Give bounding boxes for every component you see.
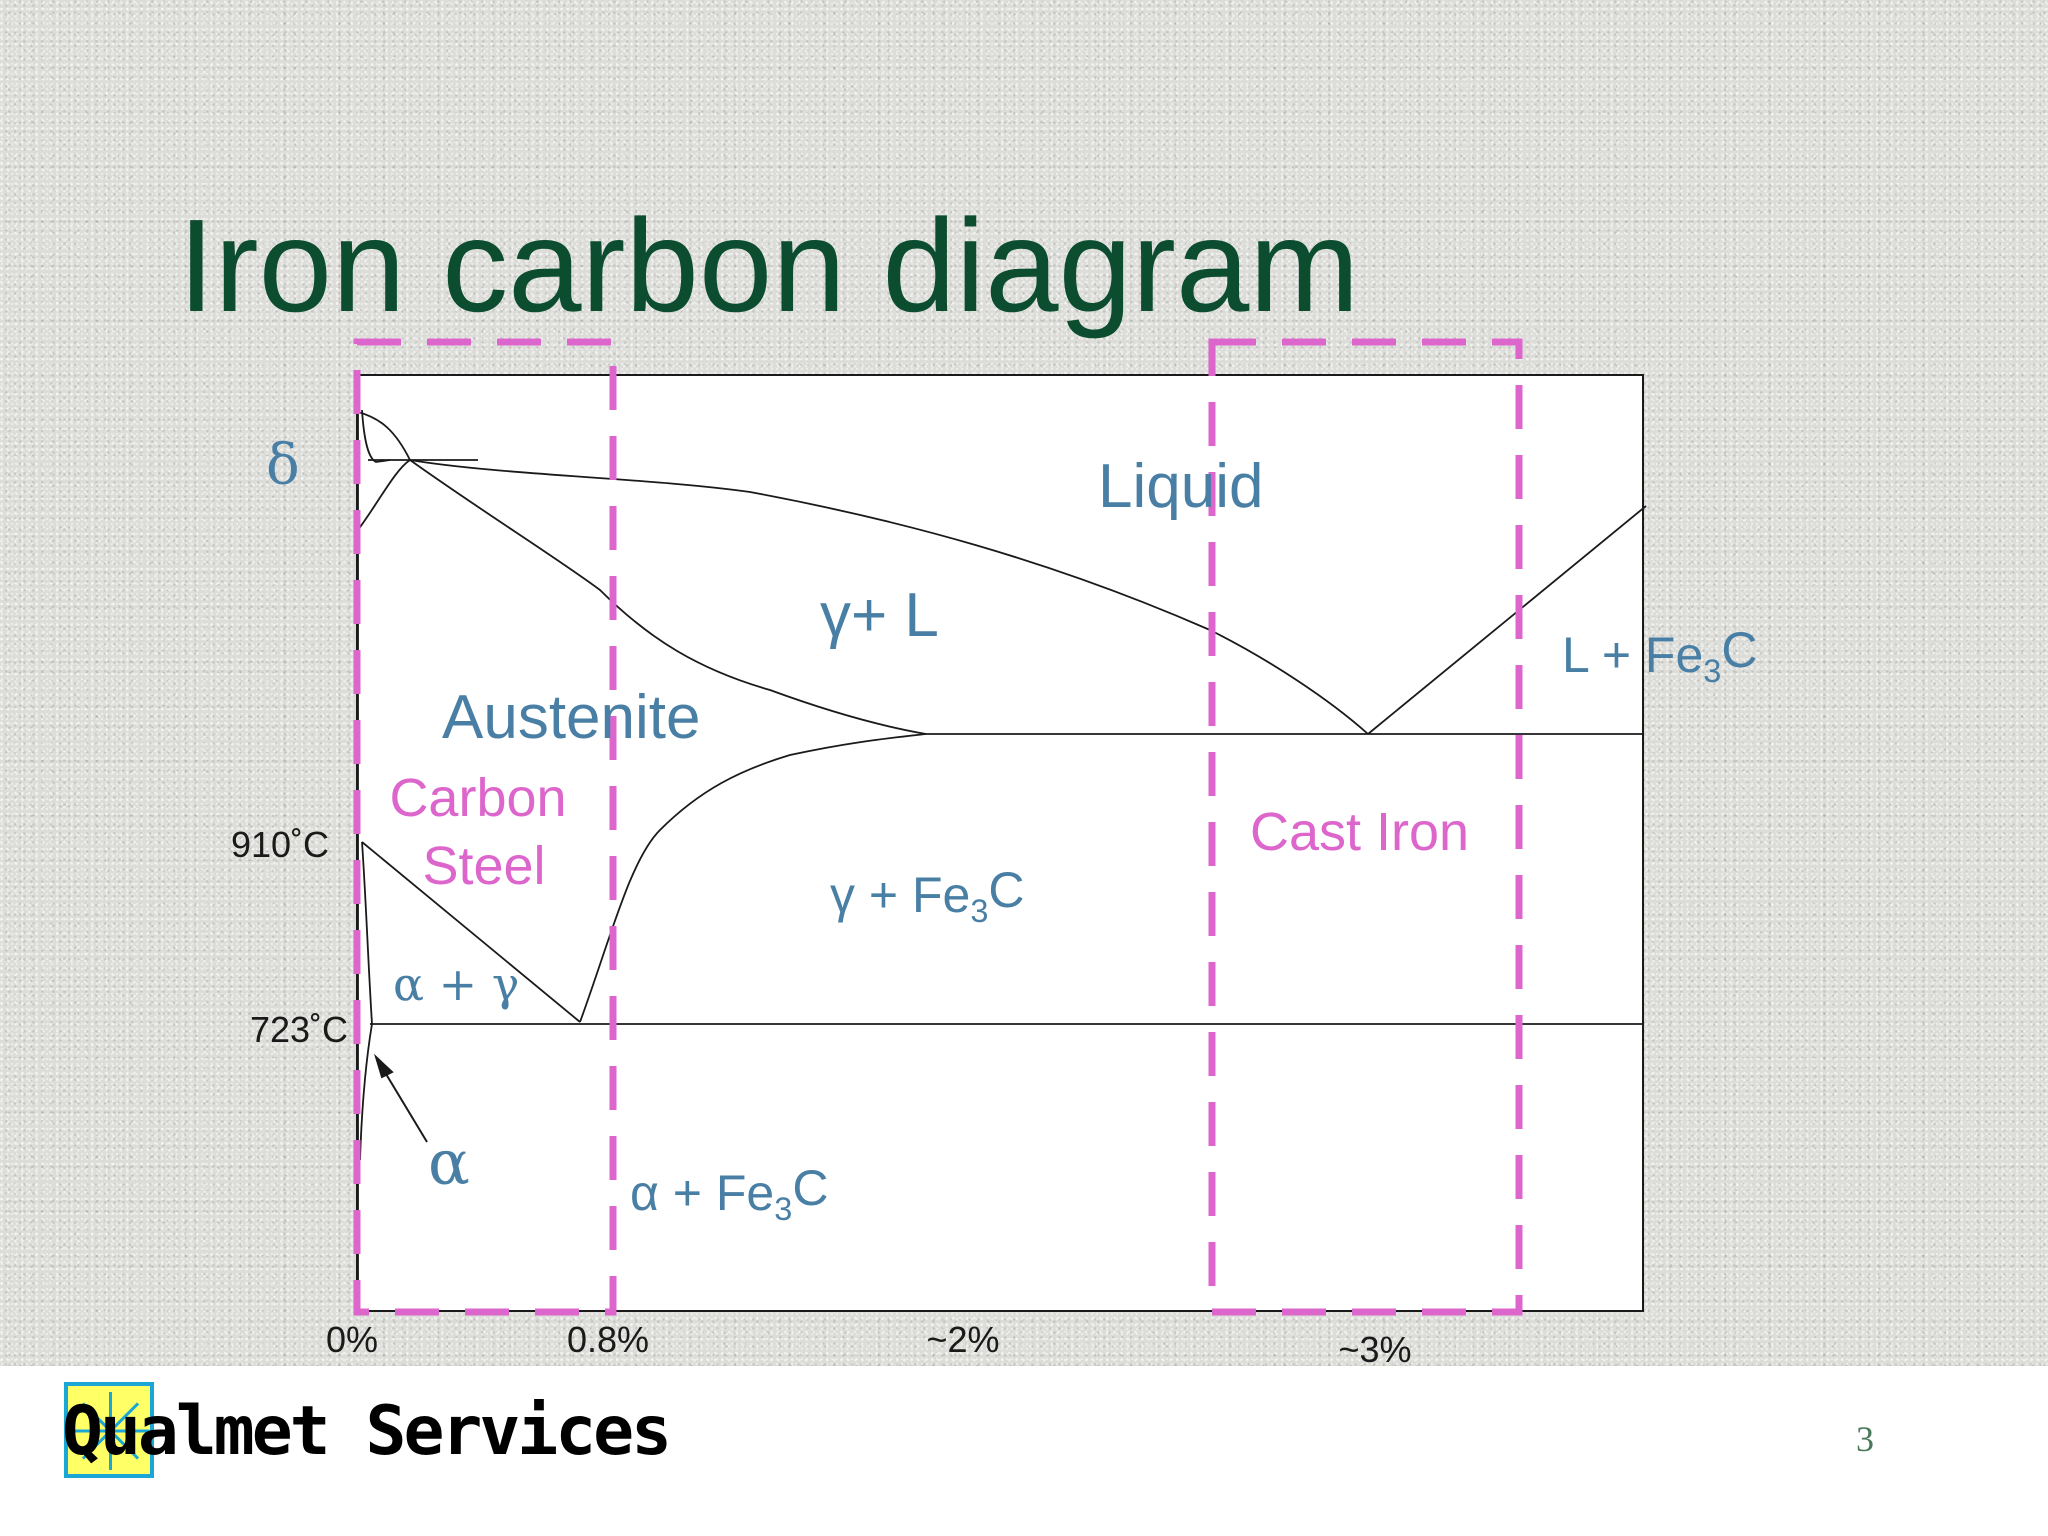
hypereutectic-liquidus (1367, 505, 1647, 735)
delta-phase-label: δ (266, 433, 300, 498)
cast-iron-region-box (1208, 338, 1523, 1316)
page-number: 3 (1856, 1419, 1874, 1459)
composition-3-label: ~3% (1338, 1329, 1411, 1366)
carbon-steel-label-line1: Carbon (389, 768, 566, 828)
temperature-910-label: 910˚C (231, 824, 329, 865)
slide-footer (0, 1366, 2048, 1536)
iron-carbon-phase-diagram: δ Liquid γ+ L Austenite L + Fe3C γ + Fe3… (231, 338, 1757, 1366)
delta-boundary-upper (357, 411, 411, 461)
temperature-723-label: 723˚C (250, 1009, 348, 1050)
brand-name: Qualmet Services (62, 1392, 672, 1471)
phase-boundaries (357, 409, 1647, 1311)
sunburst-logo-icon (64, 1382, 154, 1478)
acm-line (579, 733, 927, 1023)
liquid-phase-label: Liquid (1098, 452, 1263, 521)
gamma-cementite-label: γ + Fe3C (830, 862, 1025, 929)
gamma-liquid-phase-label: γ+ L (820, 581, 939, 650)
liquidus-line (409, 459, 1369, 735)
composition-08-label: 0.8% (567, 1319, 649, 1360)
austenite-solidus (409, 459, 927, 735)
ferrite-solvus (359, 841, 373, 1161)
carbon-steel-region-box (353, 338, 617, 1316)
plot-frame (356, 374, 1644, 1312)
alpha-cementite-label: α + Fe3C (630, 1160, 828, 1227)
cast-iron-label: Cast Iron (1250, 802, 1469, 862)
liquid-cementite-label: L + Fe3C (1562, 622, 1757, 689)
alpha-phase-label: α (428, 1126, 470, 1199)
carbon-steel-label-line2: Steel (422, 836, 545, 896)
composition-0-label: 0% (326, 1319, 378, 1360)
alpha-pointer-arrow (373, 1053, 428, 1143)
a3-line (361, 841, 581, 1023)
delta-gamma-boundary (361, 409, 391, 463)
alpha-gamma-label: α + γ (393, 957, 519, 1011)
composition-2-label: ~2% (926, 1319, 999, 1360)
delta-boundary-lower (357, 459, 411, 531)
slide-title: Iron carbon diagram (178, 192, 1360, 339)
austenite-phase-label: Austenite (442, 683, 701, 752)
